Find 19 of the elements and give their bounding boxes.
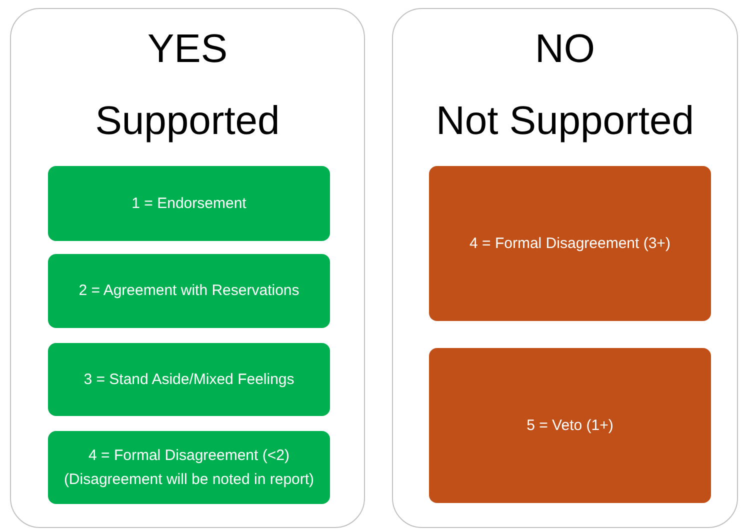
panel-subtitle: Supported	[94, 101, 281, 141]
vote-card	[48, 166, 330, 241]
card-label: 3 = Stand Aside/Mixed Feelings	[84, 370, 294, 388]
card-label: 5 = Veto (1+)	[526, 416, 614, 434]
panel-title: YES	[146, 29, 229, 69]
panel	[10, 8, 365, 528]
panel-subtitle: Not Supported	[435, 101, 695, 141]
vote-card	[48, 343, 330, 416]
card-label: 2 = Agreement with Reservations	[78, 282, 300, 300]
card-note: (Disagreement will be noted in report)	[64, 470, 314, 488]
panel	[392, 8, 738, 528]
vote-card	[48, 254, 330, 328]
vote-card	[429, 348, 711, 503]
vote-card	[429, 166, 711, 321]
card-label: 4 = Formal Disagreement (<2)	[88, 446, 290, 464]
panel-title: NO	[534, 29, 596, 69]
card-label: 4 = Formal Disagreement (3+)	[470, 234, 670, 252]
vote-card	[48, 431, 330, 504]
card-label: 1 = Endorsement	[132, 194, 246, 212]
